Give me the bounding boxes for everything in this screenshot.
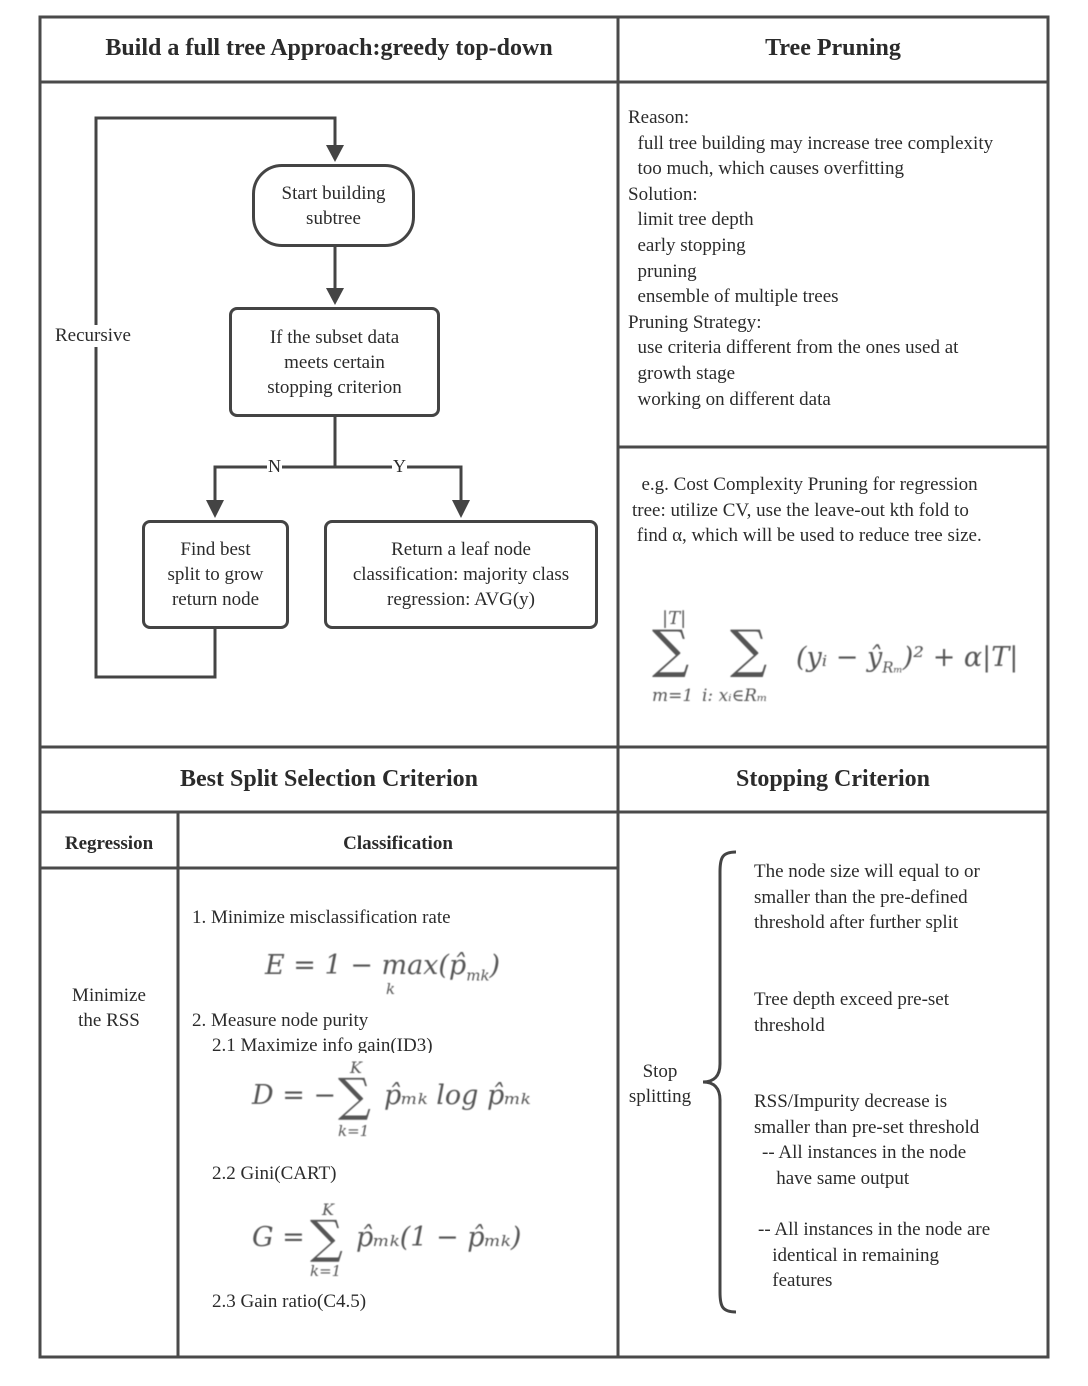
criterion-same-output: -- All instances in the node have same o… [762,1142,967,1189]
pruning-line: growth stage [628,362,736,384]
pruning-line: working on different data [628,388,831,410]
pruning-line: pruning [628,260,697,282]
sigma-inner: ∑ [730,620,768,680]
formula-D-sigma: ∑ [338,1068,371,1122]
formula-G-tail: p̂ₘₖ(1 − p̂ₘₖ) [356,1222,522,1253]
sigma-outer: ∑ [652,620,690,680]
cost-complexity-formula: |T| ∑ ∑ m=1 i: xᵢ∈Rₘ (yᵢ − ŷRₘ)² + α|T| [650,608,1040,713]
formula-G-upper: K [322,1200,334,1219]
criterion-impurity: RSS/Impurity decrease is smaller than pr… [754,1091,980,1138]
formula-E: E = 1 − max(p̂mk) [265,950,501,985]
pruning-line: ensemble of multiple trees [628,286,839,308]
item-gain-ratio: 2.3 Gain ratio(C4.5) [212,1291,367,1312]
formula-lower-outer: m=1 [652,686,694,706]
formula-upper-limit: |T| [662,608,687,629]
pruning-line: Reason: [628,107,690,128]
branch-yes-label: Y [392,456,407,477]
item-info-gain: 2.1 Maximize info gain(ID3) [212,1035,433,1053]
example-line: e.g. Cost Complexity Pruning for regress… [632,474,978,495]
build-section-title: Build a full tree Approach:greedy top-do… [105,35,553,61]
example-line: find α, which will be used to reduce tre… [632,525,982,547]
formula-lower-inner: i: xᵢ∈Rₘ [702,686,768,706]
formula-D-lower: k=1 [338,1122,370,1140]
stop-splitting-label: Stop splitting [628,1061,692,1107]
regression-text: Minimize the RSS [72,985,146,1031]
formula-G-sigma: ∑ [310,1210,343,1264]
pruning-line: early stopping [628,234,746,256]
recursive-label: Recursive [54,325,132,347]
formula-D-lhs: D = − [252,1080,337,1111]
pruning-line: use criteria different from the ones use… [628,337,959,359]
formula-G-lower: k=1 [310,1262,342,1280]
item-node-purity: 2. Measure node purity [192,1010,369,1031]
split-node: Find best split to grow return node [142,520,289,629]
formula-D-upper: K [350,1058,362,1077]
pruning-line: Solution: [628,183,698,205]
leaf-node: Return a leaf node classification: major… [324,520,598,629]
example-line: tree: utilize CV, use the leave-out kth … [632,499,969,521]
pruning-section-title: Tree Pruning [765,35,901,61]
pruning-line: Pruning Strategy: [628,311,762,333]
best-split-title: Best Split Selection Criterion [180,766,478,792]
criterion-tree-depth: Tree depth exceed pre-set threshold [754,989,950,1036]
criterion-node-size: The node size will equal to or smaller t… [754,861,980,934]
pruning-text: Reason: full tree building may increase … [628,105,993,412]
pruning-line: too much, which causes overfitting [628,158,904,180]
criterion-identical-features: -- All instances in the node are identic… [758,1219,991,1292]
col-regression: Regression [64,833,154,854]
pruning-line: full tree building may increase tree com… [628,132,994,154]
stopping-title: Stopping Criterion [735,766,930,792]
formula-E-under: k [386,980,396,998]
formula-body: (yᵢ − ŷRₘ)² + α|T| [796,642,1019,677]
start-node: Start building subtree [252,164,415,247]
decision-node: If the subset data meets certain stoppin… [229,307,440,417]
pruning-line: limit tree depth [628,209,754,231]
pruning-example: e.g. Cost Complexity Pruning for regress… [632,472,982,549]
formula-G-lhs: G = [252,1222,305,1253]
formula-D-tail: p̂ₘₖ log p̂ₘₖ [384,1080,531,1111]
item-misclassification: 1. Minimize misclassification rate [192,907,451,928]
branch-no-label: N [267,456,282,477]
col-classification: Classification [343,833,453,854]
item-gini: 2.2 Gini(CART) [212,1163,337,1184]
